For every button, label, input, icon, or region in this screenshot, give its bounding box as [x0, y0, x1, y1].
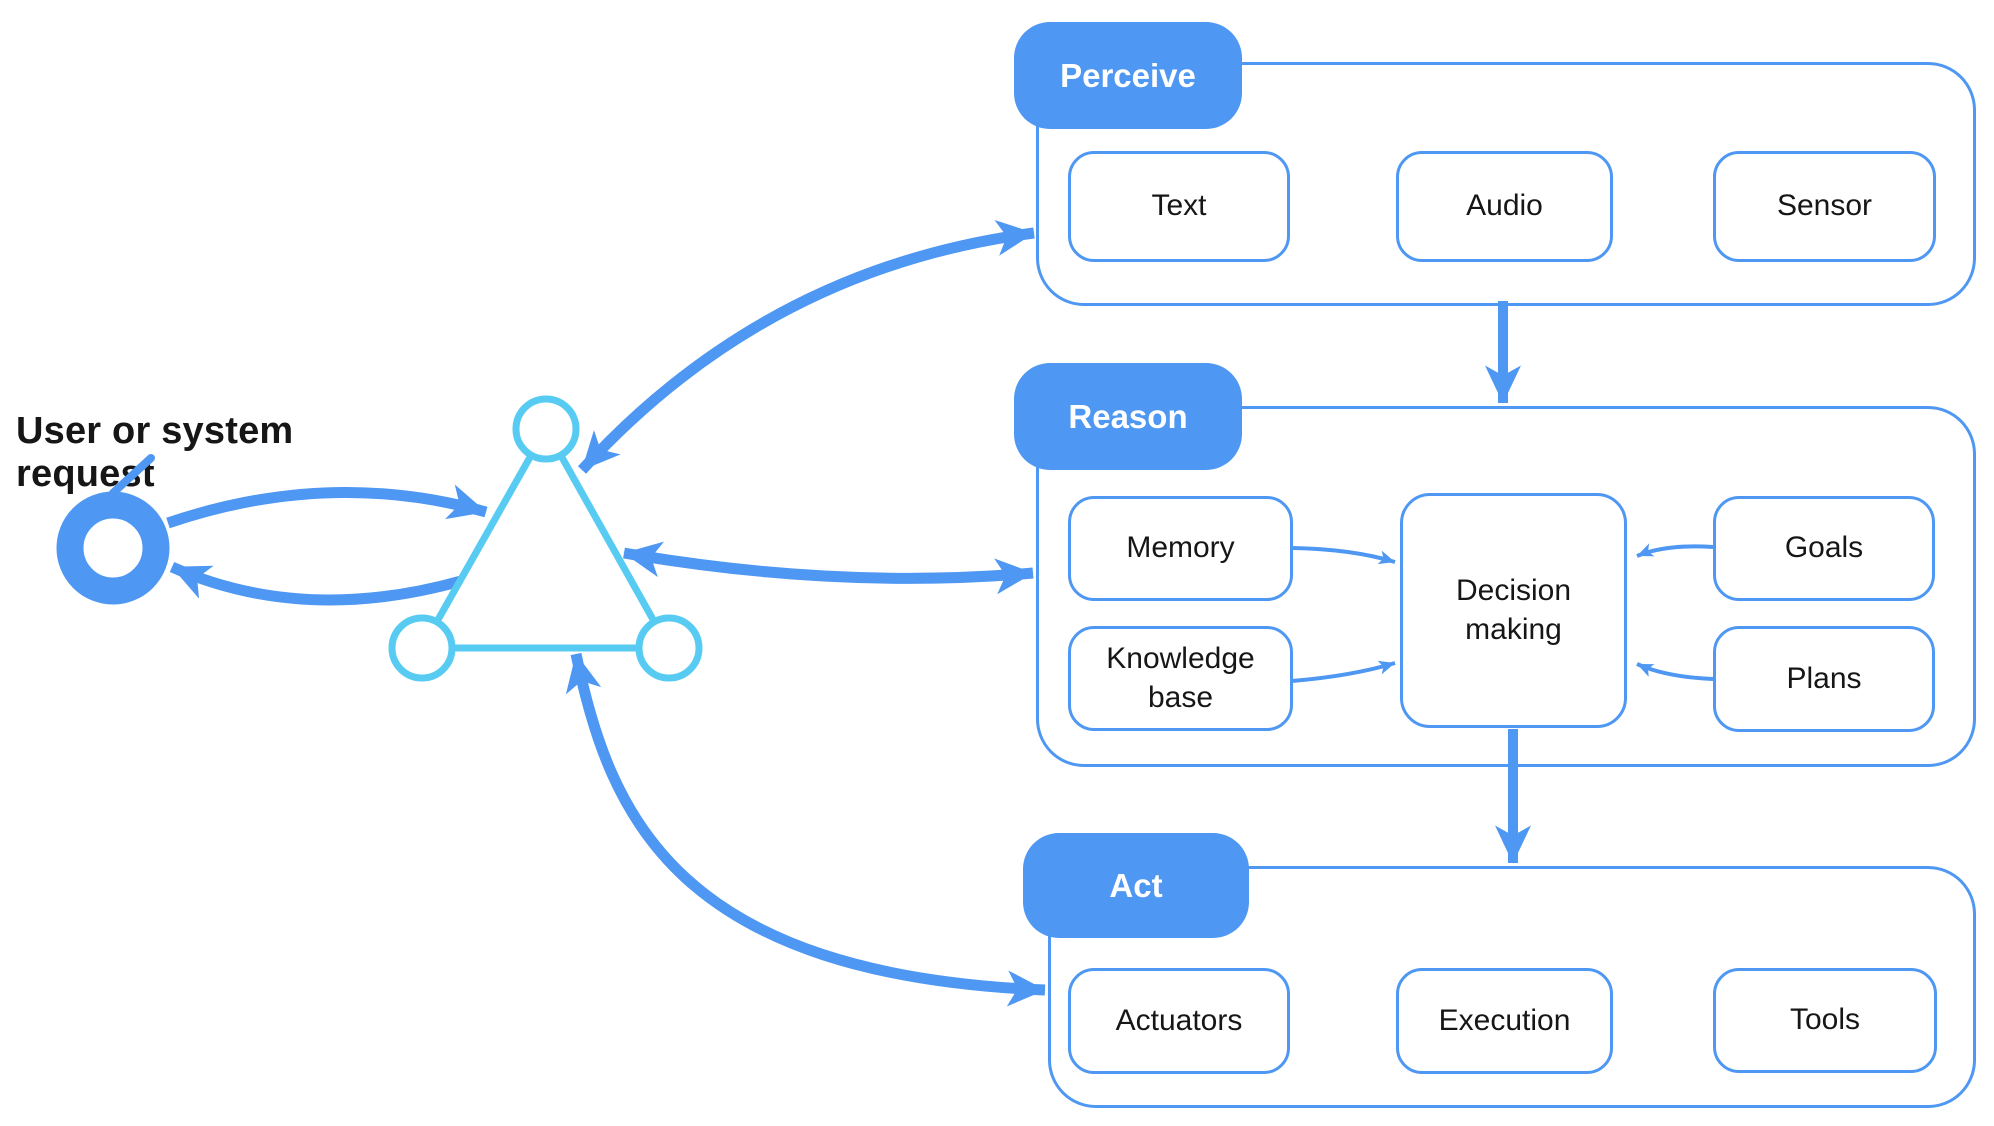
node-tools: Tools — [1713, 968, 1937, 1073]
arrow-agent-perceive — [577, 220, 1035, 474]
node-actuators: Actuators — [1068, 968, 1290, 1074]
reason-section — [1036, 406, 1976, 767]
triangle-vertex-left-icon — [388, 614, 456, 682]
act-tab-label: Act — [1109, 866, 1163, 904]
node-knowledge-base: Knowledge base — [1068, 626, 1293, 731]
arrow-user-to-agent — [166, 484, 488, 529]
act-section — [1048, 866, 1976, 1108]
node-execution-label: Execution — [1438, 1003, 1571, 1037]
node-text: Text — [1068, 151, 1290, 262]
perceive-tab-label: Perceive — [1060, 56, 1196, 94]
reason-tab: Reason — [1014, 363, 1242, 470]
node-text-label: Text — [1151, 189, 1207, 223]
node-memory-label: Memory — [1126, 531, 1235, 565]
node-audio-label: Audio — [1466, 189, 1543, 223]
node-decision-making: Decision making — [1400, 493, 1627, 728]
node-decision-making-label: Decision making — [1455, 574, 1572, 646]
node-memory: Memory — [1068, 496, 1293, 601]
perceive-tab: Perceive — [1014, 22, 1242, 129]
node-plans-label: Plans — [1786, 661, 1862, 695]
node-sensor-label: Sensor — [1776, 189, 1873, 223]
agent-triangle-icon — [418, 425, 673, 652]
arrow-agent-reason — [623, 541, 1034, 595]
node-execution: Execution — [1396, 968, 1613, 1074]
triangle-vertex-top-icon — [512, 395, 580, 463]
node-knowledge-base-label: Knowledge base — [1106, 642, 1255, 714]
node-tools-label: Tools — [1789, 1003, 1861, 1037]
node-goals: Goals — [1713, 496, 1935, 601]
act-tab: Act — [1023, 833, 1249, 938]
user-request-label: User or system request — [16, 410, 294, 495]
user-node-icon — [56, 491, 170, 605]
arrow-agent-to-user — [169, 561, 463, 606]
node-actuators-label: Actuators — [1115, 1003, 1243, 1037]
arrow-agent-act — [565, 652, 1046, 1007]
reason-tab-label: Reason — [1068, 397, 1188, 435]
node-goals-label: Goals — [1784, 531, 1864, 565]
node-plans: Plans — [1713, 626, 1935, 732]
node-sensor: Sensor — [1713, 151, 1936, 262]
node-audio: Audio — [1396, 151, 1613, 262]
triangle-vertex-right-icon — [635, 614, 703, 682]
